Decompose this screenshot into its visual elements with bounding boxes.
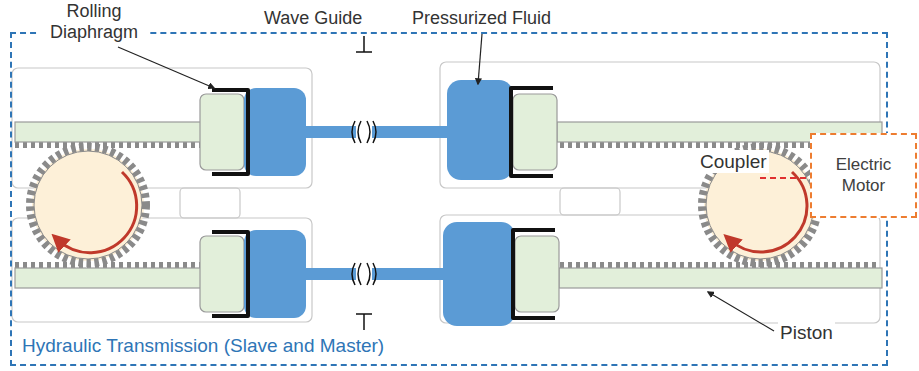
rotation-arrow (730, 172, 807, 252)
wave-guide-break (373, 263, 376, 285)
rolling-diaphragm (212, 88, 555, 318)
fluid-chamber (244, 88, 306, 176)
rack-teeth (560, 262, 880, 268)
wave-guide-marker (356, 36, 372, 330)
wave-guide-break (352, 121, 376, 285)
fluid-chamber (447, 80, 513, 180)
component-name: Electric Motor (816, 155, 911, 196)
wave-guide-break (352, 121, 355, 143)
rack-teeth (15, 262, 205, 268)
housing-outline (180, 188, 240, 218)
piston-rack (200, 94, 244, 170)
leader-line (708, 292, 774, 331)
region-title: Hydraulic Transmission (Slave and Master… (22, 335, 384, 358)
piston-rack (559, 268, 882, 288)
wave-guide-marker (356, 51, 372, 53)
piston-rack (515, 236, 559, 312)
part-label: Wave Guide (262, 8, 364, 29)
wave-guide-break (373, 121, 376, 143)
leader-line (478, 34, 482, 84)
leader-line (118, 34, 774, 331)
transmission-region: Hydraulic Transmission (Slave and Master… (10, 32, 888, 366)
part-label: Pressurized Fluid (410, 8, 553, 29)
piston-rack (15, 122, 210, 142)
fluid-chamber (304, 268, 356, 280)
fluid-chamber (304, 126, 356, 138)
wave-guide-marker (363, 314, 365, 330)
piston-rack (513, 94, 557, 170)
wave-guide-marker (363, 36, 365, 52)
part-label: Coupler (698, 150, 769, 173)
piston-rack (200, 236, 244, 312)
rolling-diaphragm (513, 230, 555, 318)
fluid-chamber (372, 268, 445, 280)
part-label: Piston (778, 321, 835, 344)
part-label: Rolling Diaphragm (40, 1, 148, 43)
housing-outline (560, 188, 620, 215)
fluid-chamber (244, 230, 306, 318)
wave-guide-break (358, 263, 361, 285)
fluid-chamber (443, 222, 515, 326)
rack-teeth (15, 142, 205, 148)
rolling-diaphragm (511, 88, 553, 176)
left-gear (34, 151, 142, 259)
wave-guide-break (367, 121, 370, 143)
leader-line (118, 47, 214, 88)
fluid-chamber (244, 80, 515, 326)
motor-box: Electric Motor (810, 133, 917, 218)
wave-guide-break (358, 121, 361, 143)
left-gear (30, 147, 146, 263)
left-gear (30, 147, 146, 263)
rolling-diaphragm (212, 90, 248, 174)
piston-rack (15, 268, 210, 288)
rolling-diaphragm (212, 232, 248, 316)
wave-guide-break (352, 263, 355, 285)
wave-guide-marker (356, 313, 372, 315)
coupler-line (760, 177, 809, 179)
wave-guide-break (367, 263, 370, 285)
coupler-line (760, 177, 809, 179)
fluid-chamber (372, 126, 449, 138)
rotation-arrow (58, 172, 807, 253)
rotation-arrow (58, 172, 137, 253)
